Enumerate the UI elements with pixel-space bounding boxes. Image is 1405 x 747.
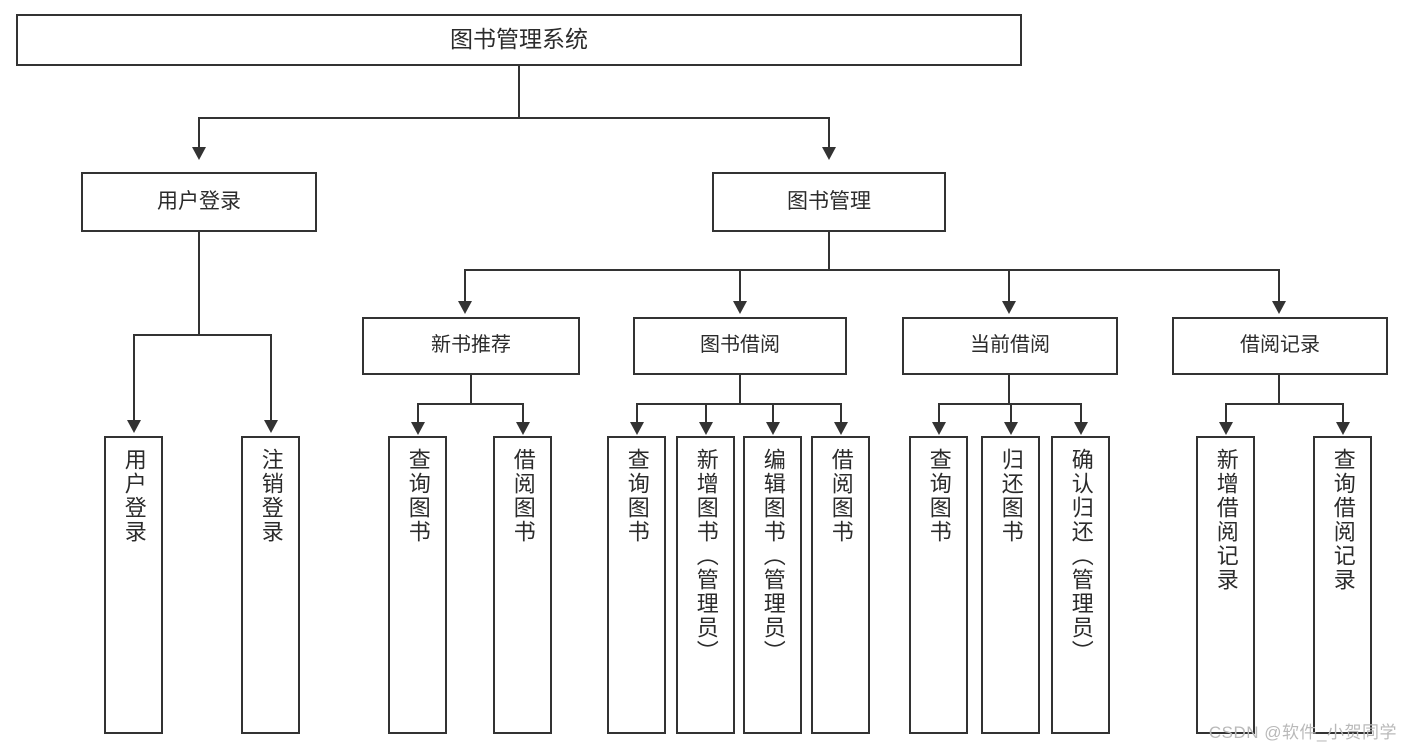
arrowhead-cb-leaf-1: [932, 422, 946, 435]
node-label: 注销登录: [258, 448, 284, 544]
connector-book-manage-stem: [828, 232, 830, 270]
arrowhead-book-borrow: [733, 301, 747, 314]
arrowhead-br-leaf-2: [1336, 422, 1350, 435]
arrowhead-bb-leaf-2: [699, 422, 713, 435]
arrowhead-bb-leaf-1: [630, 422, 644, 435]
arrowhead-cb-leaf-2: [1004, 422, 1018, 435]
arrowhead-nbr-leaf-2: [516, 422, 530, 435]
arrowhead-cb-leaf-3: [1074, 422, 1088, 435]
connector-bb-bus: [636, 403, 842, 405]
connector-bb-stem: [739, 375, 741, 404]
leaf-bb-query-book[interactable]: 查询图书: [607, 436, 666, 734]
connector-user-login-child-1: [133, 334, 135, 422]
node-label: 归还图书: [998, 448, 1024, 544]
connector-bm-child-3: [1008, 269, 1010, 303]
node-label: 用户登录: [157, 189, 241, 213]
node-label: 借阅图书: [828, 448, 854, 544]
connector-bm-child-2: [739, 269, 741, 303]
leaf-br-add-record[interactable]: 新增借阅记录: [1196, 436, 1255, 734]
arrowhead-user-login: [192, 147, 206, 160]
node-label: 查询图书: [926, 448, 952, 544]
arrowhead-current-borrow: [1002, 301, 1016, 314]
node-book-borrow[interactable]: 图书借阅: [633, 317, 847, 375]
leaf-cb-confirm-return-admin[interactable]: 确认归还（管理员）: [1051, 436, 1110, 734]
connector-bm-child-1: [464, 269, 466, 303]
connector-user-login-bus: [133, 334, 271, 336]
node-label: 当前借阅: [970, 334, 1050, 357]
connector-nbr-child-2: [522, 403, 524, 425]
arrowhead-nbr-leaf-1: [411, 422, 425, 435]
node-label: 图书借阅: [700, 334, 780, 357]
arrowhead-book-manage: [822, 147, 836, 160]
connector-root-bus: [198, 117, 830, 119]
connector-nbr-bus: [417, 403, 523, 405]
leaf-user-login[interactable]: 用户登录: [104, 436, 163, 734]
connector-bm-child-4: [1278, 269, 1280, 303]
connector-br-stem: [1278, 375, 1280, 404]
connector-bb-child-2: [705, 403, 707, 425]
node-label: 编辑图书（管理员）: [760, 448, 786, 664]
connector-root-stem: [518, 66, 520, 118]
node-label: 用户登录: [121, 448, 147, 544]
arrowhead-leaf-user-login: [127, 420, 141, 433]
arrowhead-borrow-record: [1272, 301, 1286, 314]
leaf-nbr-borrow-book[interactable]: 借阅图书: [493, 436, 552, 734]
connector-root-to-user-login: [198, 117, 200, 149]
connector-nbr-stem: [470, 375, 472, 404]
node-new-book-recommend[interactable]: 新书推荐: [362, 317, 580, 375]
node-label: 新增借阅记录: [1213, 448, 1239, 592]
connector-user-login-stem: [198, 232, 200, 336]
connector-book-manage-bus: [464, 269, 1280, 271]
node-book-manage[interactable]: 图书管理: [712, 172, 946, 232]
connector-cb-stem: [1008, 375, 1010, 404]
arrowhead-new-book-recommend: [458, 301, 472, 314]
leaf-bb-edit-book-admin[interactable]: 编辑图书（管理员）: [743, 436, 802, 734]
node-label: 确认归还（管理员）: [1068, 448, 1094, 664]
connector-bb-child-3: [772, 403, 774, 425]
connector-user-login-child-2: [270, 334, 272, 422]
csdn-watermark: CSDN @软件_小贺同学: [1208, 723, 1397, 742]
connector-bb-child-1: [636, 403, 638, 425]
connector-br-child-1: [1225, 403, 1227, 425]
arrowhead-br-leaf-1: [1219, 422, 1233, 435]
leaf-nbr-query-book[interactable]: 查询图书: [388, 436, 447, 734]
node-label: 新增图书（管理员）: [693, 448, 719, 664]
node-label: 查询图书: [624, 448, 650, 544]
node-label: 图书管理系统: [450, 26, 588, 53]
leaf-br-query-record[interactable]: 查询借阅记录: [1313, 436, 1372, 734]
arrowhead-bb-leaf-3: [766, 422, 780, 435]
connector-cb-child-3: [1080, 403, 1082, 425]
node-root-system[interactable]: 图书管理系统: [16, 14, 1022, 66]
leaf-bb-borrow-book[interactable]: 借阅图书: [811, 436, 870, 734]
node-borrow-record[interactable]: 借阅记录: [1172, 317, 1388, 375]
node-label: 图书管理: [787, 189, 871, 213]
connector-cb-child-1: [938, 403, 940, 425]
node-label: 借阅记录: [1240, 334, 1320, 357]
node-user-login[interactable]: 用户登录: [81, 172, 317, 232]
node-label: 借阅图书: [510, 448, 536, 544]
leaf-cb-query-book[interactable]: 查询图书: [909, 436, 968, 734]
connector-cb-child-2: [1010, 403, 1012, 425]
arrowhead-leaf-logout: [264, 420, 278, 433]
node-label: 查询图书: [405, 448, 431, 544]
node-current-borrow[interactable]: 当前借阅: [902, 317, 1118, 375]
leaf-bb-add-book-admin[interactable]: 新增图书（管理员）: [676, 436, 735, 734]
connector-nbr-child-1: [417, 403, 419, 425]
connector-bb-child-4: [840, 403, 842, 425]
leaf-cb-return-book[interactable]: 归还图书: [981, 436, 1040, 734]
connector-br-child-2: [1342, 403, 1344, 425]
node-label: 查询借阅记录: [1330, 448, 1356, 592]
connector-root-to-book-manage: [828, 117, 830, 149]
node-label: 新书推荐: [431, 334, 511, 357]
connector-br-bus: [1225, 403, 1343, 405]
arrowhead-bb-leaf-4: [834, 422, 848, 435]
leaf-logout[interactable]: 注销登录: [241, 436, 300, 734]
